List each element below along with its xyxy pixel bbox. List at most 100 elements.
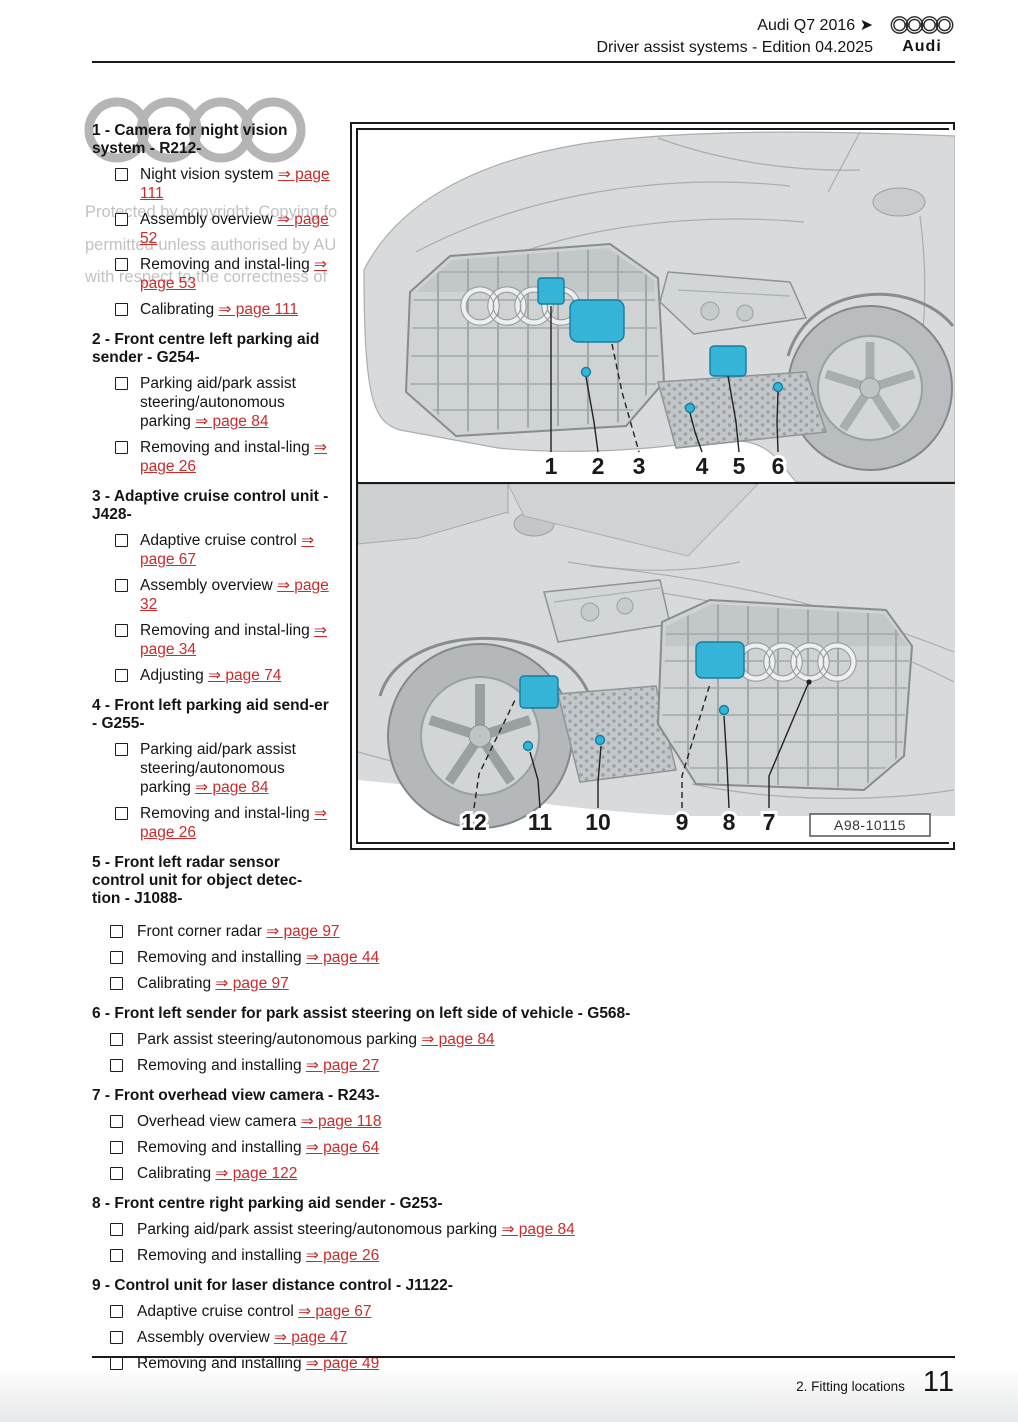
page-link[interactable]: ⇒ page 67 bbox=[298, 1303, 372, 1320]
list-item: Removing and installing ⇒ page 64 bbox=[92, 1138, 955, 1157]
checkbox-icon bbox=[110, 1249, 123, 1262]
list-item: Calibrating ⇒ page 122 bbox=[92, 1164, 955, 1183]
checkbox-icon bbox=[110, 951, 123, 964]
copyright-watermark-line: Protected by copyright. Copying fo bbox=[85, 203, 338, 221]
page-link[interactable]: ⇒ page 74 bbox=[208, 667, 282, 684]
list-item: Removing and installing ⇒ page 27 bbox=[92, 1056, 955, 1075]
callout-number: 5 bbox=[733, 453, 746, 479]
callout-number: 1 bbox=[545, 453, 558, 479]
entry-label: Removing and installing bbox=[137, 1057, 302, 1074]
footer-section-label: 2. Fitting locations bbox=[796, 1379, 905, 1394]
list-item: Removing and instal-ling ⇒ page 26 bbox=[92, 804, 330, 842]
entry-label: Removing and instal-ling bbox=[140, 805, 310, 822]
header-text: Audi Q7 2016 ➤ Driver assist systems - E… bbox=[596, 12, 873, 59]
audi-rings-icon bbox=[890, 16, 954, 34]
page-link[interactable]: ⇒ page 52 bbox=[140, 211, 329, 247]
list-item: Parking aid/park assist steering/autonom… bbox=[92, 1220, 955, 1239]
list-item: Front corner radar ⇒ page 97 bbox=[92, 922, 955, 941]
list-item: Removing and installing ⇒ page 44 bbox=[92, 948, 955, 967]
page-link[interactable]: ⇒ page 84 bbox=[195, 779, 269, 796]
checkbox-icon bbox=[110, 1305, 123, 1318]
highlight-parking-sender-left bbox=[580, 366, 592, 378]
checkbox-icon bbox=[115, 303, 128, 316]
page-header: Audi Q7 2016 ➤ Driver assist systems - E… bbox=[92, 12, 955, 59]
page-link[interactable]: ⇒ page 26 bbox=[140, 439, 328, 475]
list-item: Removing and installing ⇒ page 49 bbox=[92, 1354, 955, 1373]
copyright-watermark-line: with respect to the correctness of bbox=[85, 268, 328, 286]
page-link[interactable]: ⇒ page 32 bbox=[140, 577, 329, 613]
list-item: Adaptive cruise control ⇒ page 67 bbox=[92, 1302, 955, 1321]
page-link[interactable]: ⇒ page 27 bbox=[305, 1057, 380, 1074]
page-link[interactable]: ⇒ page 111 bbox=[140, 166, 330, 202]
highlight-laser-distance-unit bbox=[695, 641, 745, 679]
page-link[interactable]: ⇒ page 118 bbox=[300, 1113, 382, 1130]
checkbox-icon bbox=[110, 1115, 123, 1128]
entry-label: Night vision system bbox=[140, 166, 274, 183]
callout-number: 8 bbox=[723, 809, 736, 835]
item-title: 1 - Camera for night vision system - R21… bbox=[92, 122, 288, 157]
highlight-parking-sender-centre-right bbox=[718, 704, 730, 716]
figure-inner-frame: 1 2 3 4 5 6 bbox=[356, 128, 955, 844]
list-item: Removing and instal-ling ⇒ page 53 bbox=[92, 255, 330, 293]
vehicle-front-illustration-2: 12 11 10 9 8 7 A98-10115 bbox=[358, 484, 955, 842]
page-link[interactable]: ⇒ page 122 bbox=[215, 1165, 298, 1182]
page-link[interactable]: ⇒ page 47 bbox=[273, 1329, 348, 1346]
footer-rule bbox=[92, 1356, 955, 1358]
page-footer: 2. Fitting locations 11 bbox=[92, 1356, 955, 1399]
page-link[interactable]: ⇒ page 26 bbox=[140, 805, 328, 841]
header-rule bbox=[92, 61, 955, 63]
page-link[interactable]: ⇒ page 64 bbox=[305, 1139, 380, 1156]
audi-rings-watermark bbox=[84, 97, 306, 163]
copyright-watermark-line: permitted unless authorised by AU bbox=[85, 236, 337, 254]
checkbox-icon bbox=[115, 579, 128, 592]
entry-label: Calibrating bbox=[140, 301, 215, 318]
checkbox-icon bbox=[110, 1059, 123, 1072]
page-link[interactable]: ⇒ page 97 bbox=[215, 975, 289, 992]
audi-logo: Audi bbox=[889, 12, 955, 56]
checkbox-icon bbox=[115, 624, 128, 637]
checkbox-icon bbox=[110, 1167, 123, 1180]
checkbox-icon bbox=[110, 925, 123, 938]
figure-tag: A98-10115 bbox=[834, 817, 906, 833]
item-title: 7 - Front overhead view camera - R243- bbox=[92, 1087, 380, 1104]
checkbox-icon bbox=[110, 977, 123, 990]
list-item: Park assist steering/autonomous parking … bbox=[92, 1030, 955, 1049]
entry-label: Calibrating bbox=[137, 1165, 212, 1182]
highlight-acc-unit bbox=[569, 299, 625, 343]
item-title: 3 - Adaptive cruise control unit - J428- bbox=[92, 488, 329, 523]
page-link[interactable]: ⇒ page 84 bbox=[501, 1221, 575, 1238]
list-item: Assembly overview ⇒ page 52 bbox=[92, 210, 330, 248]
entry-label: Overhead view camera bbox=[137, 1113, 297, 1130]
entry-label: Removing and installing bbox=[137, 949, 302, 966]
checkbox-icon bbox=[110, 1141, 123, 1154]
page-link[interactable]: ⇒ page 34 bbox=[140, 622, 328, 658]
checkbox-icon bbox=[110, 1033, 123, 1046]
page-link[interactable]: ⇒ page 67 bbox=[140, 532, 315, 568]
page-link[interactable]: ⇒ page 97 bbox=[266, 923, 340, 940]
page-number: 11 bbox=[922, 1366, 955, 1398]
page-link[interactable]: ⇒ page 26 bbox=[305, 1247, 380, 1264]
item-title: 5 - Front left radar sensor control unit… bbox=[92, 854, 303, 907]
entry-label: Removing and instal-ling bbox=[140, 439, 310, 456]
page-link[interactable]: ⇒ page 49 bbox=[305, 1355, 380, 1372]
list-item: Removing and instal-ling ⇒ page 26 bbox=[92, 438, 330, 476]
page-link[interactable]: ⇒ page 84 bbox=[195, 413, 269, 430]
page-link[interactable]: ⇒ page 53 bbox=[140, 256, 328, 292]
checkbox-icon bbox=[115, 213, 128, 226]
page-link[interactable]: ⇒ page 84 bbox=[421, 1031, 495, 1048]
list-item: Removing and installing ⇒ page 26 bbox=[92, 1246, 955, 1265]
highlight-parking-aid-sender bbox=[684, 402, 696, 414]
checkbox-icon bbox=[115, 441, 128, 454]
page-link[interactable]: ⇒ page 44 bbox=[305, 949, 380, 966]
checkbox-icon bbox=[115, 258, 128, 271]
list-item: Assembly overview ⇒ page 47 bbox=[92, 1328, 955, 1347]
callout-number: 7 bbox=[763, 809, 776, 835]
highlight-park-assist-sender bbox=[772, 381, 784, 393]
callout-number: 9 bbox=[676, 809, 689, 835]
page-link[interactable]: ⇒ page 111 bbox=[218, 301, 299, 318]
list-item: Parking aid/park assist steering/autonom… bbox=[92, 740, 330, 797]
entry-label: Assembly overview bbox=[140, 211, 273, 228]
callout-number: 11 bbox=[528, 809, 553, 835]
entry-label: Removing and instal-ling bbox=[140, 256, 310, 273]
